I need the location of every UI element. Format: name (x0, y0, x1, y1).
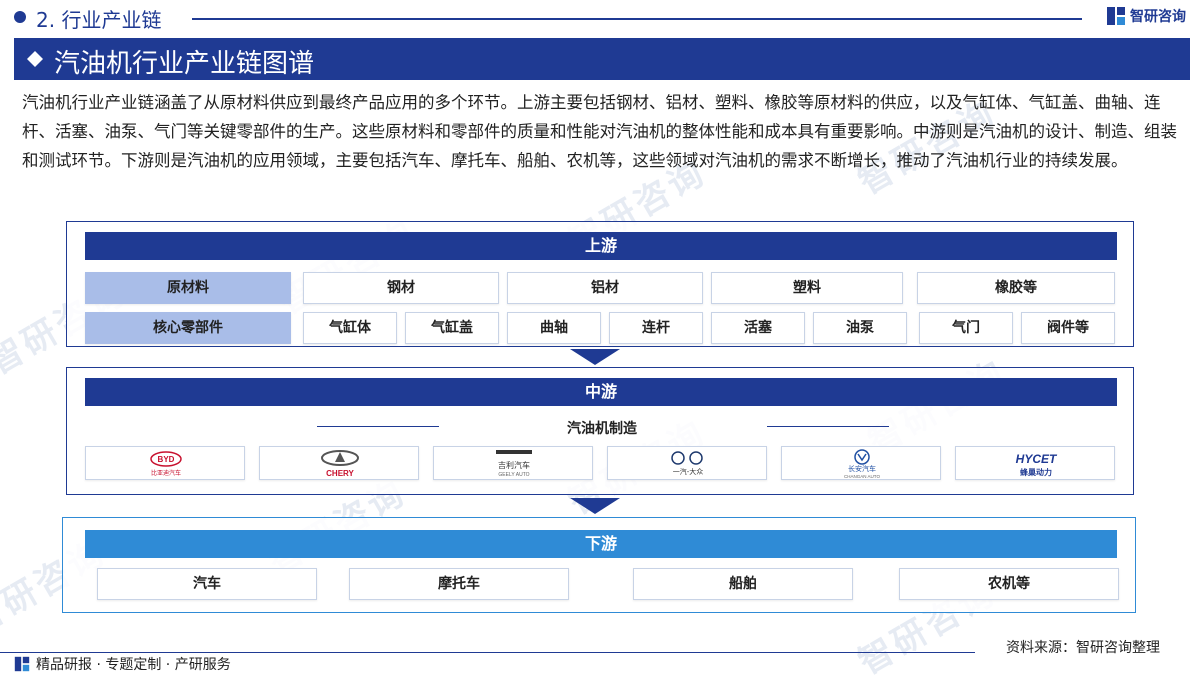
svg-text:吉利汽车: 吉利汽车 (498, 460, 530, 470)
part-cylinder-head: 气缸盖 (405, 312, 499, 344)
byd-logo: BYD 比亚迪汽车 (85, 446, 245, 480)
svg-text:GEELY AUTO: GEELY AUTO (498, 472, 529, 478)
faw-vw-logo: 一汽-大众 (607, 446, 767, 480)
svg-text:CHANGAN AUTO: CHANGAN AUTO (844, 474, 880, 479)
brand-name: 智研咨询 (1130, 9, 1186, 25)
downstream-item-ship: 船舶 (633, 568, 853, 600)
midstream-panel: 中游 汽油机制造 BYD 比亚迪汽车 CHERY 吉利汽车 GEELY AUTO… (66, 367, 1134, 495)
section-title: 2. 行业产业链 (36, 8, 162, 32)
intro-paragraph: 汽油机行业产业链涵盖了从原材料供应到最终产品应用的多个环节。上游主要包括钢材、铝… (22, 93, 1177, 170)
geely-logo: 吉利汽车 GEELY AUTO (433, 446, 593, 480)
top-bar: 2. 行业产业链 智研咨询 (0, 0, 1200, 36)
core-parts-label: 核心零部件 (85, 312, 291, 344)
raw-item-plastic: 塑料 (711, 272, 903, 304)
part-crankshaft: 曲轴 (507, 312, 601, 344)
midstream-label: 汽油机制造 (567, 421, 637, 437)
hycet-logo: HYCET 蜂巢动力 (955, 446, 1115, 480)
svg-text:CHERY: CHERY (326, 469, 354, 478)
part-piston: 活塞 (711, 312, 805, 344)
brand-logo-icon (14, 656, 30, 672)
raw-materials-label: 原材料 (85, 272, 291, 304)
footer-slogan: 精品研报 · 专题定制 · 产研服务 (36, 657, 231, 673)
svg-text:比亚迪汽车: 比亚迪汽车 (151, 469, 181, 477)
downstream-panel: 下游 汽车 摩托车 船舶 农机等 (62, 517, 1136, 613)
top-divider (192, 18, 1082, 20)
part-valve: 气门 (919, 312, 1013, 344)
raw-item-rubber: 橡胶等 (917, 272, 1115, 304)
arrow-down-icon (570, 498, 620, 514)
title-banner: 汽油机行业产业链图谱 (14, 38, 1190, 80)
midstream-right-line (767, 426, 889, 427)
downstream-item-agri-machinery: 农机等 (899, 568, 1119, 600)
downstream-item-motorcycle: 摩托车 (349, 568, 569, 600)
svg-text:HYCET: HYCET (1016, 452, 1058, 466)
svg-text:蜂巢动力: 蜂巢动力 (1020, 467, 1052, 477)
part-oil-pump: 油泵 (813, 312, 907, 344)
downstream-header: 下游 (85, 530, 1117, 558)
part-connecting-rod: 连杆 (609, 312, 703, 344)
midstream-left-line (317, 426, 439, 427)
brand: 智研咨询 (1106, 6, 1186, 26)
part-cylinder-block: 气缸体 (303, 312, 397, 344)
arrow-down-icon (570, 349, 620, 365)
svg-text:BYD: BYD (158, 455, 175, 464)
midstream-header: 中游 (85, 378, 1117, 406)
source-note: 资料来源：智研咨询整理 (1006, 640, 1160, 656)
upstream-header: 上游 (85, 232, 1117, 260)
upstream-panel: 上游 原材料 钢材 铝材 塑料 橡胶等 核心零部件 气缸体 气缸盖 曲轴 连杆 … (66, 221, 1134, 347)
svg-text:长安汽车: 长安汽车 (848, 464, 876, 473)
diamond-icon (27, 51, 43, 67)
raw-item-steel: 钢材 (303, 272, 499, 304)
page-title: 汽油机行业产业链图谱 (54, 49, 315, 79)
chery-logo: CHERY (259, 446, 419, 480)
part-valve-fittings: 阀件等 (1021, 312, 1115, 344)
bottom-divider (0, 652, 975, 653)
raw-item-aluminum: 铝材 (507, 272, 703, 304)
section-dot (14, 11, 26, 23)
downstream-item-auto: 汽车 (97, 568, 317, 600)
changan-logo: 长安汽车 CHANGAN AUTO (781, 446, 941, 480)
svg-text:一汽-大众: 一汽-大众 (673, 467, 704, 476)
brand-logo-icon (1107, 7, 1125, 25)
